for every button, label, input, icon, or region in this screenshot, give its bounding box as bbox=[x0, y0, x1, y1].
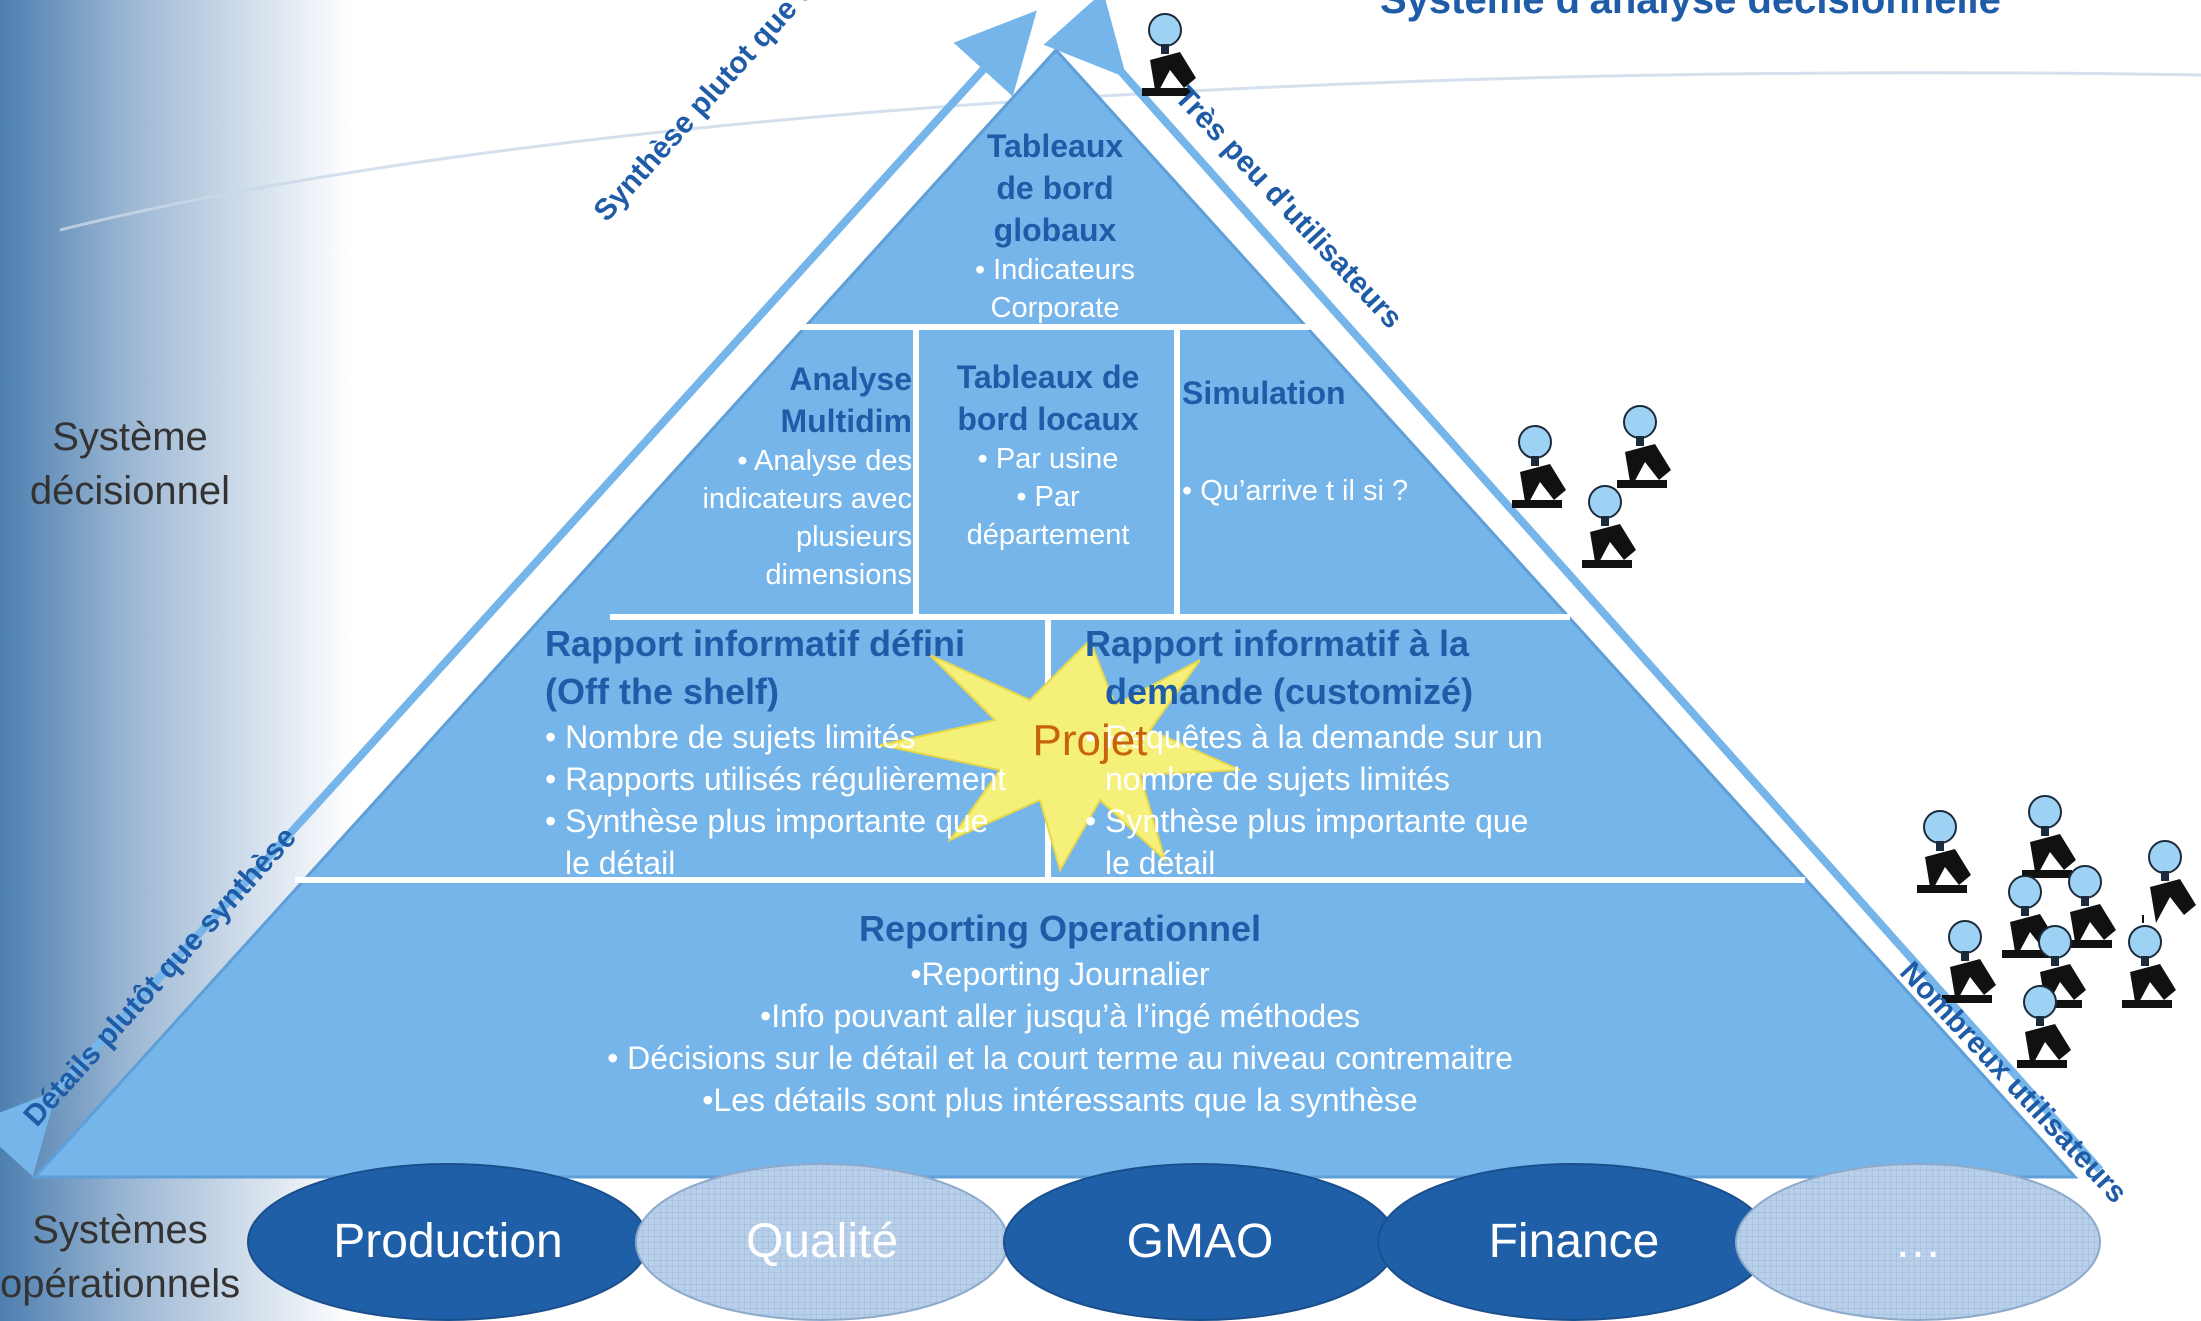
system-gmao: GMAO bbox=[1126, 1215, 1274, 1268]
label-systeme-decisionnel: Système décisionnel bbox=[29, 415, 231, 513]
cell-rapport-defini: Rapport informatif défini (Off the shelf… bbox=[545, 623, 1007, 881]
projet-label: Projet bbox=[1032, 716, 1148, 765]
user-with-lightbulb-icon bbox=[1582, 485, 1636, 568]
system-finance: Finance bbox=[1488, 1215, 1660, 1268]
left-arrow bbox=[0, 10, 1037, 1177]
system-qualite: Qualité bbox=[745, 1215, 899, 1268]
label-systemes-operationnels: Systèmes opérationnels bbox=[0, 1208, 241, 1306]
user-with-lightbulb-icon bbox=[2122, 925, 2176, 1008]
user-with-lightbulb-icon bbox=[1917, 810, 1971, 893]
user-with-lightbulb-icon bbox=[2062, 865, 2116, 948]
user-with-lightbulb-icon bbox=[1512, 425, 1566, 508]
cell-tableaux-globaux: Tableaux de bord globaux • Indicateurs C… bbox=[974, 128, 1136, 324]
user-with-lightbulb-icon bbox=[1617, 405, 1671, 488]
cell-tableaux-locaux: Tableaux de bord locaux • Par usine • Pa… bbox=[956, 359, 1140, 551]
system-production: Production bbox=[333, 1215, 563, 1268]
user-with-lightbulb-icon bbox=[1942, 920, 1996, 1003]
user-with-lightbulb-icon bbox=[2022, 795, 2076, 878]
user-with-lightbulb-icon bbox=[2032, 925, 2086, 1008]
cell-analyse-multidim: Analyse Multidim • Analyse des indicateu… bbox=[702, 361, 912, 591]
user-with-lightbulb-icon bbox=[2017, 985, 2071, 1068]
cell-reporting-operationnel: Reporting Operationnel •Reporting Journa… bbox=[607, 908, 1513, 1118]
user-with-lightbulb-icon bbox=[1142, 13, 1196, 96]
system-ellipse-5 bbox=[1735, 1163, 2101, 1321]
cell-simulation: Simulation • Qu’arrive t il si ? bbox=[1182, 375, 1409, 507]
right-arrow bbox=[1043, 0, 2103, 1173]
cell-rapport-demande: Rapport informatif à la demande (customi… bbox=[1085, 623, 1543, 881]
user-with-lightbulb-icon bbox=[2142, 840, 2196, 923]
system-more: … bbox=[1894, 1215, 1942, 1268]
page-title: Système d'analyse décisionnelle bbox=[1380, 0, 2001, 22]
projet-star bbox=[879, 638, 1241, 873]
